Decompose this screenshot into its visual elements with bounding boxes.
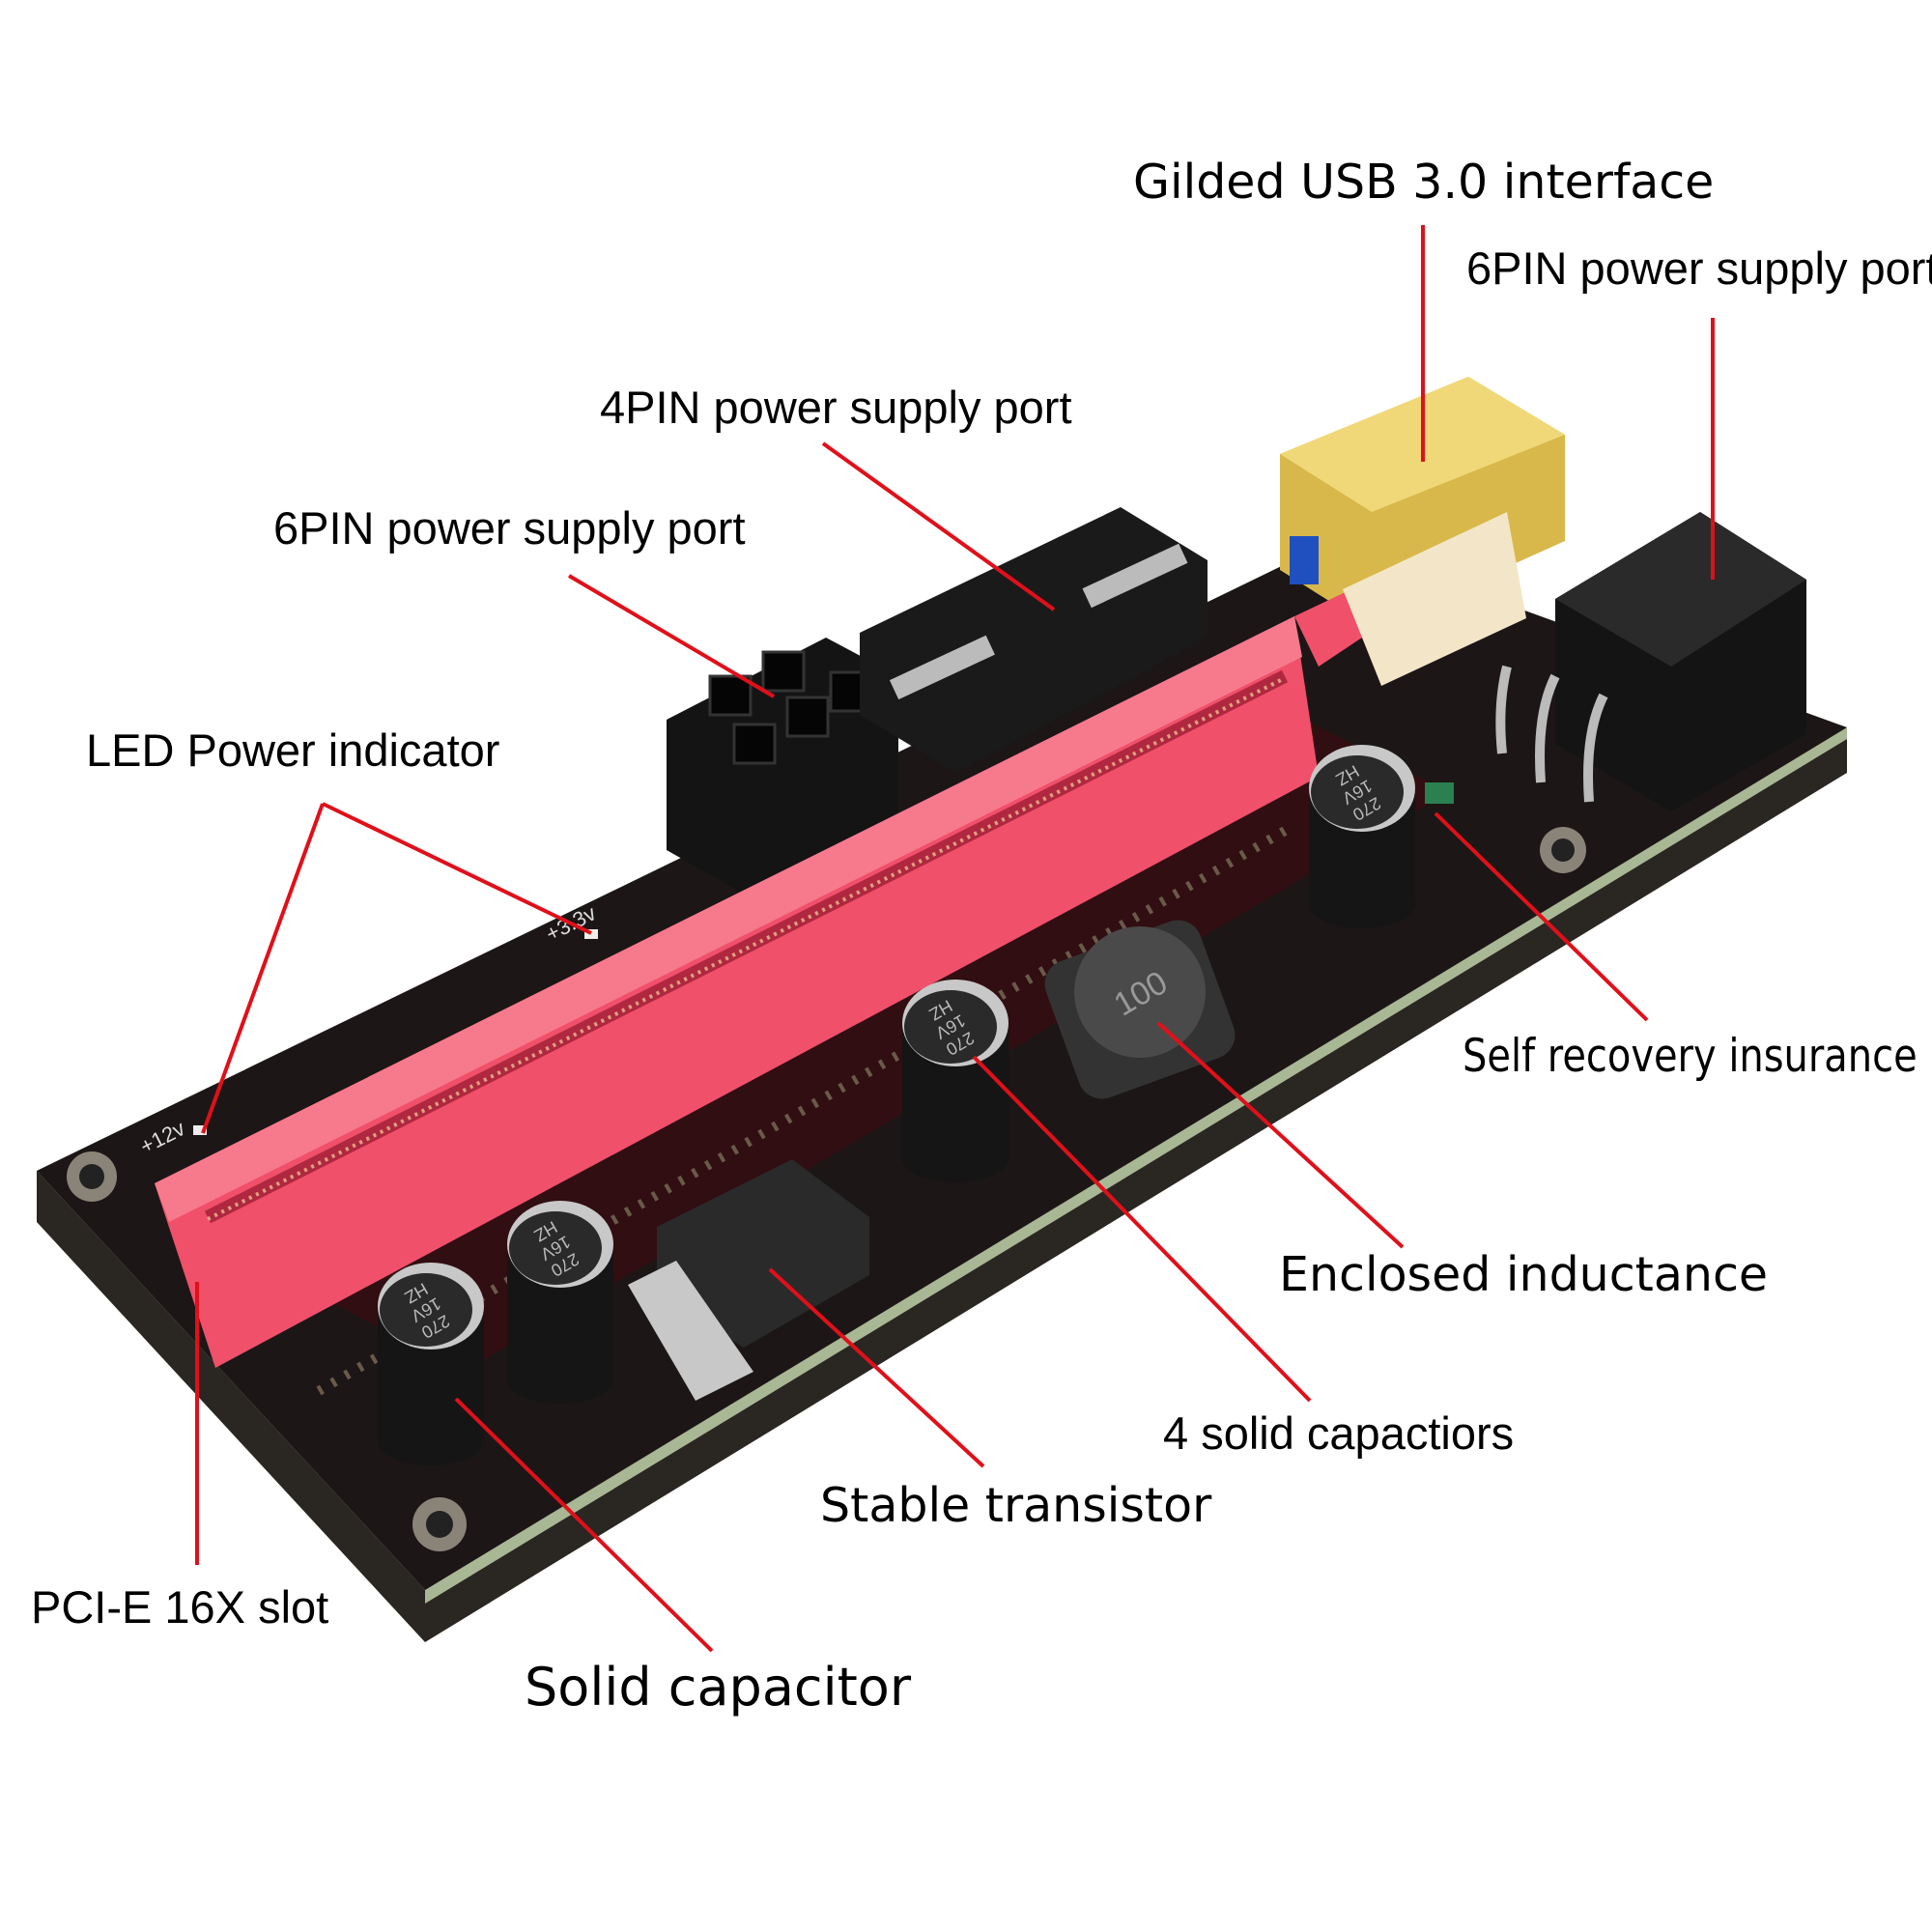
leader-self-recovery — [1434, 811, 1649, 1022]
label-4-caps: 4 solid capactiors — [1163, 1407, 1515, 1459]
inductor: 100 — [1044, 920, 1236, 1099]
voltage-regulator — [628, 1159, 869, 1401]
leader-led-a — [201, 803, 325, 1134]
label-4pin: 4PIN power supply port — [600, 382, 1072, 433]
6pin-connector-right — [1495, 512, 1806, 811]
leader-6pin-left — [567, 574, 776, 698]
label-self-recovery: Self recovery insurance — [1463, 1030, 1918, 1083]
label-transistor: Stable transistor — [820, 1478, 1212, 1533]
leader-inductance — [1156, 1021, 1405, 1249]
label-usb: Gilded USB 3.0 interface — [1133, 155, 1715, 210]
label-solid-cap: Solid capacitor — [525, 1657, 912, 1718]
label-inductance: Enclosed inductance — [1279, 1247, 1769, 1302]
board-edge-trim — [425, 727, 1847, 1604]
leader-transistor — [768, 1267, 985, 1468]
4pin-molex-connector — [860, 507, 1208, 773]
pcie-x16-slot — [155, 512, 1526, 1368]
leader-4pin — [821, 441, 1056, 611]
label-6pin-right: 6PIN power supply port — [1466, 242, 1932, 294]
leader-led-b — [322, 802, 592, 935]
leader-4-caps — [972, 1055, 1312, 1403]
label-led: LED Power indicator — [86, 724, 500, 776]
leader-solid-cap — [454, 1397, 714, 1653]
mounting-hole-icon — [67, 827, 1586, 1551]
leader-lines — [195, 225, 1715, 1653]
6pin-connector-left — [667, 638, 898, 894]
label-6pin-left: 6PIN power supply port — [273, 502, 746, 554]
led-icon — [584, 929, 598, 939]
led-icon — [193, 1125, 207, 1135]
fuse — [1425, 782, 1454, 804]
label-pcie: PCI-E 16X slot — [31, 1581, 329, 1633]
